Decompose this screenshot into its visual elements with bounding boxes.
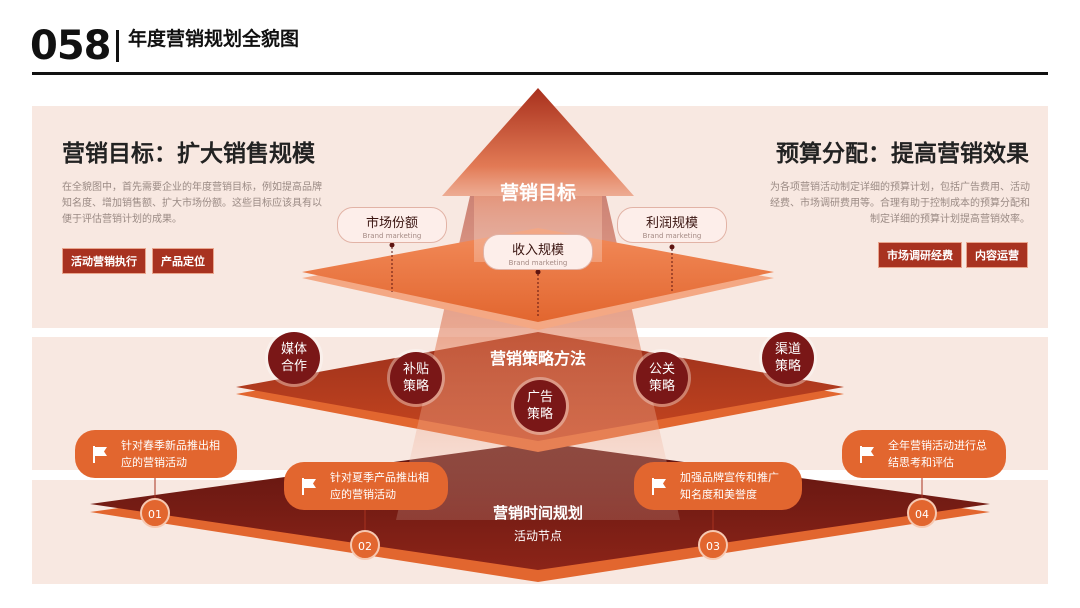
pill-title: 利润规模 — [645, 216, 698, 231]
circle-label: 补贴策略 — [402, 362, 429, 394]
circle-media-cooperation: 媒体合作 — [268, 332, 320, 384]
circle-label: 广告策略 — [526, 390, 553, 422]
circle-pr-strategy: 公关策略 — [636, 352, 688, 404]
left-tag-2: 产品定位 — [152, 248, 214, 274]
header-rule — [32, 72, 1048, 75]
pill-market-share: 市场份额 Brand marketing — [337, 207, 447, 243]
pill-title: 市场份额 — [365, 216, 418, 231]
page-title: 年度营销规划全貌图 — [128, 28, 300, 50]
callout-text: 全年营销活动进行总结思考和评估 — [888, 439, 987, 469]
left-panel-description: 在全貌图中，首先需要企业的年度营销目标，例如提高品牌知名度、增加销售额、扩大市场… — [62, 182, 322, 225]
page-number: 058 — [30, 23, 111, 69]
circle-channel-strategy: 渠道策略 — [762, 332, 814, 384]
right-panel-title: 预算分配：提高营销效果 — [776, 141, 1029, 167]
left-panel-title: 营销目标：扩大销售规模 — [62, 141, 315, 167]
header-divider — [116, 30, 119, 62]
pill-revenue-scale: 收入规模 Brand marketing — [483, 234, 593, 270]
callout-summer: 针对夏季产品推出相应的营销活动 — [284, 462, 448, 510]
bottom-layer-sublabel: 活动节点 — [513, 529, 562, 543]
node-number-02: 02 — [350, 530, 380, 560]
right-tag-2: 内容运营 — [966, 242, 1028, 268]
node-number-03: 03 — [698, 530, 728, 560]
circle-label: 公关策略 — [648, 362, 675, 394]
node-number-01: 01 — [140, 498, 170, 528]
bottom-layer-label: 营销时间规划 — [492, 504, 583, 522]
middle-layer-label: 营销策略方法 — [489, 349, 586, 368]
top-layer-label: 营销目标 — [499, 182, 576, 204]
pill-profit-scale: 利润规模 Brand marketing — [617, 207, 727, 243]
flag-icon — [652, 478, 666, 495]
callout-text: 加强品牌宣传和推广知名度和美誉度 — [680, 471, 779, 501]
goal-arrow — [442, 88, 634, 262]
pill-subtitle: Brand marketing — [642, 232, 702, 240]
callout-annual-review: 全年营销活动进行总结思考和评估 — [842, 430, 1006, 478]
pill-subtitle: Brand marketing — [508, 259, 568, 267]
left-tag-1: 活动营销执行 — [62, 248, 146, 274]
flag-icon — [302, 478, 316, 495]
right-panel-description: 为各项营销活动制定详细的预算计划，包括广告费用、活动经费、市场调研费用等。合理有… — [770, 182, 1030, 225]
circle-label: 媒体合作 — [280, 342, 307, 374]
circle-subsidy-strategy: 补贴策略 — [390, 352, 442, 404]
pill-title: 收入规模 — [511, 243, 564, 258]
callout-brand: 加强品牌宣传和推广知名度和美誉度 — [634, 462, 802, 510]
right-tag-1: 市场调研经费 — [878, 242, 962, 268]
callout-text: 针对夏季产品推出相应的营销活动 — [330, 471, 429, 501]
callout-spring: 针对春季新品推出相应的营销活动 — [75, 430, 237, 478]
flag-icon — [93, 446, 107, 463]
pill-subtitle: Brand marketing — [362, 232, 422, 240]
circle-label: 渠道策略 — [774, 342, 801, 374]
circle-ad-strategy: 广告策略 — [514, 380, 566, 432]
node-number-04: 04 — [907, 498, 937, 528]
flag-icon — [860, 446, 874, 463]
callout-text: 针对春季新品推出相应的营销活动 — [121, 439, 220, 469]
